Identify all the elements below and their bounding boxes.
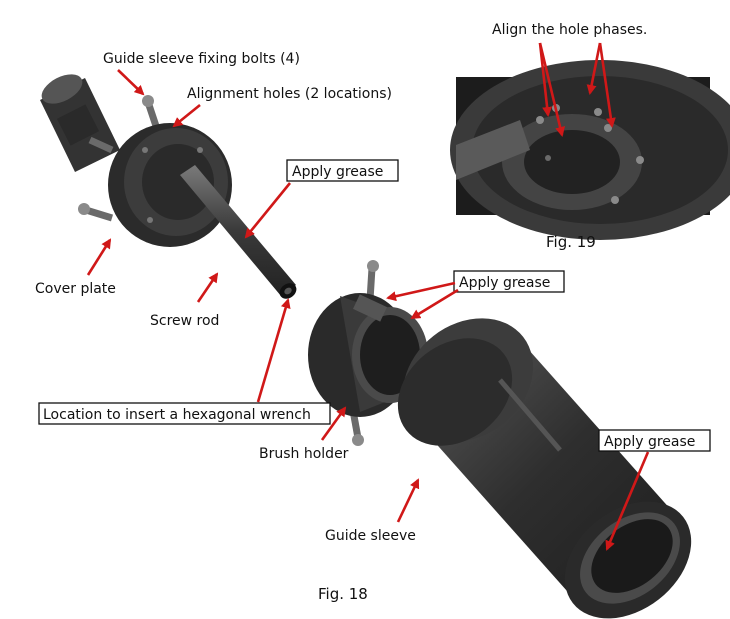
arrow-cover-plate [86, 238, 112, 276]
label-cover-plate: Cover plate [35, 281, 116, 297]
inset-arrow-2 [538, 42, 566, 137]
callout-box-apply-grease-brush [453, 270, 565, 293]
callout-box-apply-grease-sleeve [598, 429, 711, 452]
inset-photo [450, 60, 730, 240]
label-guide-sleeve-fixing-bolts: Guide sleeve fixing bolts (4) [103, 51, 300, 67]
arrow-apply-grease-rod [244, 182, 292, 239]
label-apply-grease-sleeve: Apply grease [604, 434, 695, 450]
arrow-alignment-holes [172, 103, 201, 128]
callout-box-hex-wrench [38, 402, 331, 425]
label-brush-holder: Brush holder [259, 446, 349, 462]
label-alignment-holes: Alignment holes (2 locations) [187, 86, 392, 102]
label-apply-grease-brush: Apply grease [459, 275, 550, 291]
guide-sleeve-part [397, 318, 692, 619]
cover-plate-assembly [40, 74, 297, 299]
arrow-brush-holder [320, 406, 347, 441]
label-screw-rod: Screw rod [150, 313, 219, 329]
arrow-screw-rod [196, 272, 219, 303]
inset-arrow-3 [586, 42, 602, 95]
arrow-apply-grease-brush-1 [386, 281, 456, 302]
inset-arrow-4 [598, 42, 616, 128]
inset-label: Align the hole phases. [492, 22, 647, 38]
inset-caption: Fig. 19 [546, 233, 596, 251]
arrow-hex-wrench [256, 298, 291, 403]
arrow-apply-grease-sleeve [605, 451, 650, 551]
label-apply-grease-rod: Apply grease [292, 164, 383, 180]
callout-box-apply-grease-rod [286, 159, 399, 182]
arrow-apply-grease-brush-2 [410, 288, 459, 320]
main-caption: Fig. 18 [318, 585, 368, 603]
inset-arrow-1 [538, 42, 553, 117]
arrow-fixing-bolts [117, 69, 145, 96]
arrow-guide-sleeve [396, 478, 420, 523]
label-hex-wrench-location: Location to insert a hexagonal wrench [43, 407, 311, 423]
label-guide-sleeve: Guide sleeve [325, 528, 416, 544]
